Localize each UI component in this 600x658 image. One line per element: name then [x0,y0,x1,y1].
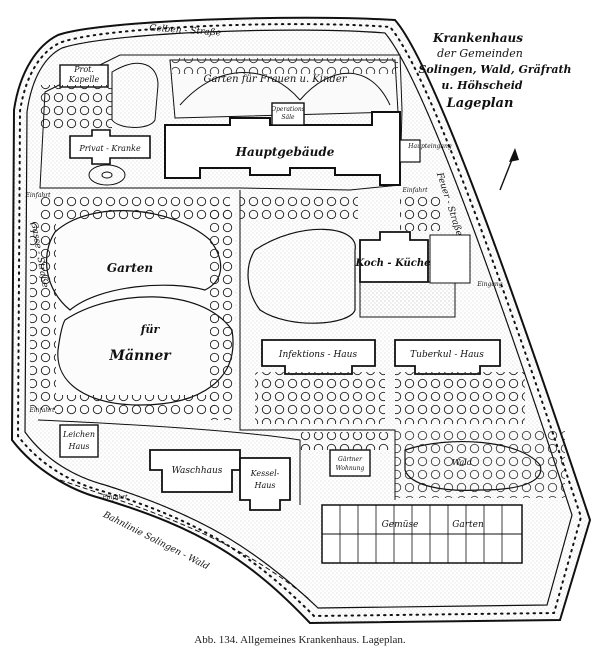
kitchen-yard [359,281,456,318]
central-garden-loop [247,228,356,324]
title-line-2: der Gemeinden [437,47,523,60]
label-garten-3: Männer [108,348,172,364]
label-infektions-haus: Infektions - Haus [278,350,358,360]
label-garten-gemuese: Garten [452,520,484,530]
garden-men-trees-top [40,195,230,221]
main-entrance-block [399,139,421,163]
label-kessel-haus: Haus [253,481,275,490]
infection-garden [255,372,385,424]
label-gelben-strasse: Gelben - Straße [149,24,221,39]
kitchen-annex [429,234,471,284]
label-eingang: Eingang [476,281,502,288]
label-wald: Wald [452,458,472,467]
tuberculosis-garden [395,372,525,424]
chapel-garden-loop [111,62,159,128]
chapel-trees [40,85,112,130]
garden-men-trees-right [210,205,236,420]
mortuary-building [59,424,99,458]
vegetable-garden-beds [339,505,503,563]
title-line-4: u. Höhscheid [441,79,522,92]
garden-women-trees [172,58,398,74]
main-building [164,111,401,186]
fountain-center [101,171,113,179]
boiler-house [239,457,291,511]
internal-road-1 [239,190,396,500]
label-einfahrt-3: Einfahrt [28,407,55,414]
garden-men-trees-bottom [55,395,215,417]
label-gaertner: Gärtner [338,456,363,463]
label-haupteingang: Haupteingang [407,143,452,150]
garden-men-trees-left [30,220,56,410]
figure-caption: Abb. 134. Allgemeines Krankenhaus. Lagep… [194,634,406,646]
label-waschhaus: Waschhaus [172,466,223,476]
label-kapelle: Kapelle [68,75,100,84]
east-trees-1 [400,195,440,231]
laundry-building [149,449,241,493]
title-line-5: Lageplan [446,96,514,111]
kitchen-building [359,231,429,283]
garden-men-area [28,195,238,420]
gardener-house [329,449,371,477]
label-kessel: Kessel- [250,469,280,478]
label-gaertner-wohnung: Wohnung [336,465,365,472]
label-garten-2: für [140,323,161,336]
railway-spur [59,479,311,601]
label-hauptgebaeude: Hauptgebäude [235,145,335,159]
label-operations: Operations [271,106,305,113]
label-einfahrt-1: Einfahrt [401,187,428,194]
north-arrow-icon [499,148,519,191]
internal-road-2 [37,419,301,505]
label-prot: Prot. [73,65,94,74]
label-einfahrt-4: Einfahrt [101,494,128,501]
label-kochkueche: Koch - Küche [354,258,430,269]
title-line-3: Solingen, Wald, Gräfrath [418,63,571,76]
label-tuberkul-haus: Tuberkul - Haus [410,350,484,360]
label-privat-kranke: Privat - Kranke [78,144,141,153]
private-patients-building [69,129,151,165]
title-line-1: Krankenhaus [432,31,523,45]
fountain-circle [88,164,126,186]
avenue-inner-line [24,29,573,609]
label-garten-1: Garten [107,261,153,275]
label-gemuese: Gemüse [382,520,419,530]
gardener-trees [300,432,390,450]
label-garten-frauen: Garten für Frauen u. Kinder [203,74,347,85]
operating-rooms [271,102,305,126]
forest-trees [395,430,565,498]
label-saele: Säle [281,114,295,121]
label-einfahrt-2: Einfahrt [24,192,51,199]
central-garden-trees [240,195,358,219]
label-leichen: Leichen [62,430,95,439]
label-leichen-haus: Haus [67,442,89,451]
